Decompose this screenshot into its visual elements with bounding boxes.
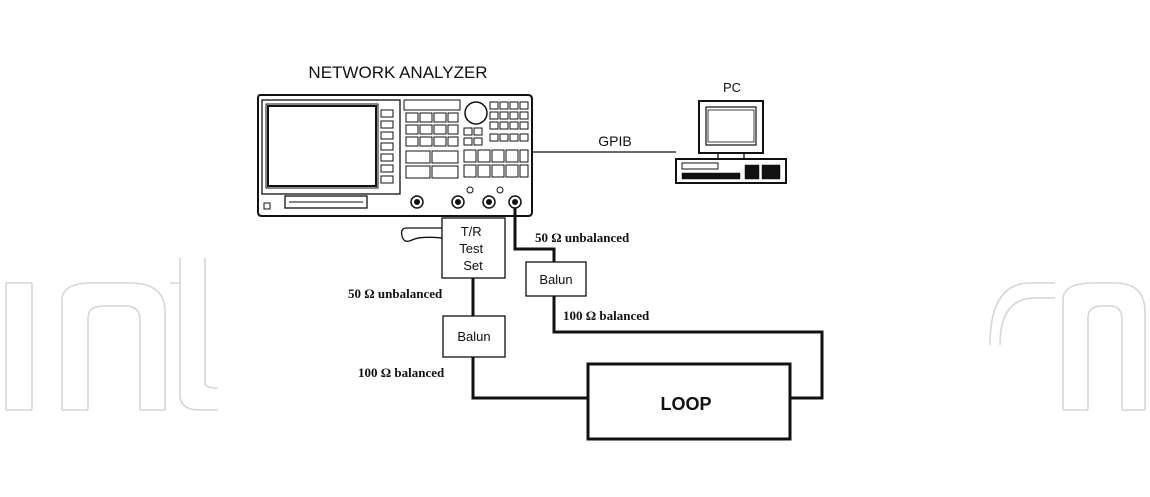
gpib-label: GPIB	[598, 133, 631, 149]
watermark	[5, 258, 1146, 411]
label-right-unbalanced: 50 Ω unbalanced	[535, 230, 630, 245]
test-set-loop-cable	[400, 227, 443, 242]
label-left-balanced: 100 Ω balanced	[358, 365, 445, 380]
cable-upper-balun-to-loop	[552, 296, 824, 400]
cable-port-to-upper-balun	[513, 208, 556, 262]
lower-balun-block	[442, 315, 506, 358]
loop-block	[586, 362, 792, 441]
network-analyzer-title: NETWORK ANALYZER	[308, 63, 487, 82]
cable-lower-balun-to-loop	[471, 357, 588, 400]
upper-balun-block	[525, 261, 587, 297]
tr-test-set-label: T/R Test Set	[459, 224, 486, 273]
lower-balun-label: Balun	[457, 329, 490, 344]
network-analyzer-icon	[257, 94, 533, 217]
tr-test-set-block	[441, 217, 506, 279]
upper-balun-label: Balun	[539, 272, 572, 287]
pc-title: PC	[723, 80, 741, 95]
label-left-unbalanced: 50 Ω unbalanced	[348, 286, 443, 301]
pc-icon	[675, 100, 787, 184]
cable-network	[471, 208, 824, 400]
label-right-balanced: 100 Ω balanced	[563, 308, 650, 323]
loop-label: LOOP	[660, 394, 711, 414]
